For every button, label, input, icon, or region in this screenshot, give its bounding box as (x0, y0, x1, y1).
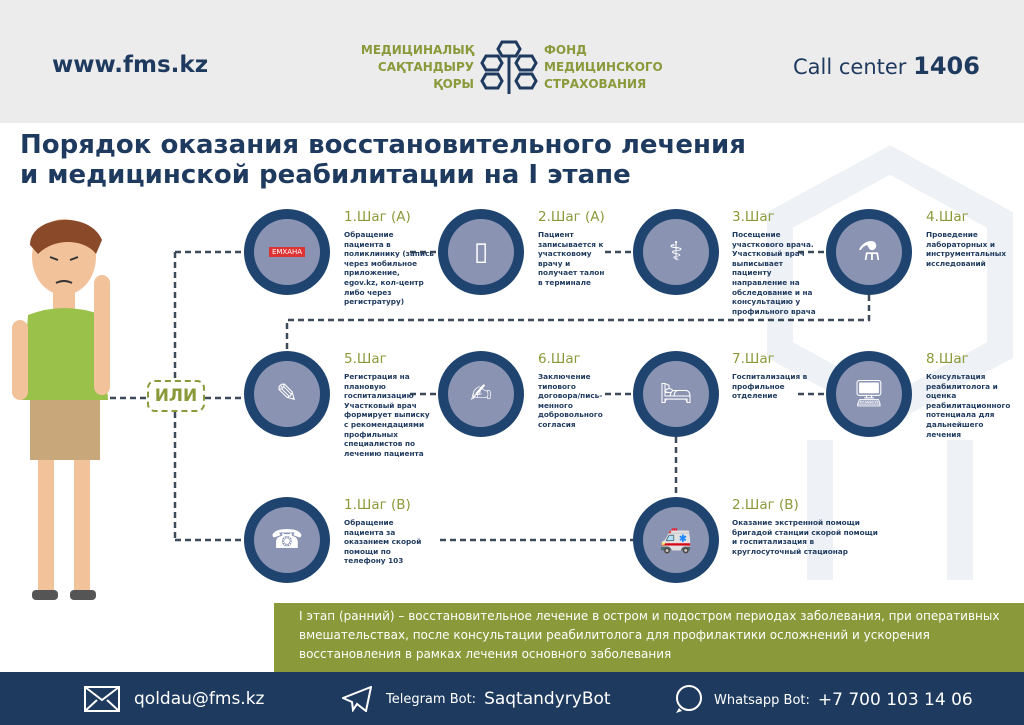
title-line: Порядок оказания восстановительного лече… (20, 130, 746, 160)
hospital-bed-icon: 🛏 (643, 361, 709, 427)
step-text: Регистрация на плановую госпитализацию У… (344, 372, 430, 458)
terminal-icon: ▯ (448, 219, 514, 285)
stage-description-banner: I этап (ранний) – восстановительное лече… (274, 603, 1024, 672)
telegram-label: Telegram Bot: (386, 691, 477, 707)
step-title: 1.Шаг (В) (344, 497, 411, 513)
logo-line: ҚОРЫ (433, 77, 474, 91)
step-text: Госпитализация в профильное отделение (732, 372, 808, 401)
step-8-circle: 🖥 (826, 351, 912, 437)
phone-call-icon: ☎ (254, 507, 320, 573)
header: www.fms.kz МЕДИЦИНАЛЫҚ САҚТАНДЫРУ ҚОРЫ Ф… (0, 0, 1024, 123)
logo-text-ru: ФОНД МЕДИЦИНСКОГО СТРАХОВАНИЯ (544, 42, 663, 93)
page-title: Порядок оказания восстановительного лече… (20, 130, 746, 190)
step-2a: 2.Шаг (А) Пациент записывается к участков… (538, 209, 608, 288)
patient-boy-illustration (12, 219, 110, 600)
logo-line: МЕДИЦИНАЛЫҚ (360, 43, 474, 57)
step-2b: 2.Шаг (В) Оказание экстренной помощи бриг… (732, 497, 882, 556)
step-title: 2.Шаг (В) (732, 497, 799, 513)
contract-icon: ✍ (448, 361, 514, 427)
clinic-sign: ЕМХАНА (268, 247, 306, 257)
telegram-icon (342, 686, 372, 712)
step-title: 6.Шаг (538, 351, 581, 367)
site-link[interactable]: www.fms.kz (52, 52, 209, 78)
or-label: ИЛИ (147, 380, 205, 412)
step-4-circle: ⚗ (826, 209, 912, 295)
call-center-label: Call center (793, 55, 907, 79)
fund-logo-icon (480, 40, 538, 94)
step-title: 7.Шаг (732, 351, 775, 367)
logo-line: СТРАХОВАНИЯ (544, 77, 647, 91)
email-link[interactable]: qoldau@fms.kz (134, 689, 265, 709)
step-1a: 1.Шаг (А) Обращение пациента в поликлиник… (344, 209, 434, 307)
step-text: Проведение лабораторных и инструментальн… (926, 230, 1007, 268)
step-1b-circle: ☎ (244, 497, 330, 583)
logo-line: САҚТАНДЫРУ (377, 60, 474, 74)
step-text: Оказание экстренной помощи бригадой стан… (732, 518, 878, 556)
step-title: 8.Шаг (926, 351, 969, 367)
envelope-icon (84, 686, 120, 712)
whatsapp-number[interactable]: +7 700 103 14 06 (817, 690, 973, 710)
logo-line: МЕДИЦИНСКОГО (544, 60, 663, 74)
step-5-circle: ✎ (244, 351, 330, 437)
step-title: 4.Шаг (926, 209, 969, 225)
telegram-contact[interactable]: Telegram Bot: SaqtandyryBot (342, 686, 611, 712)
email-contact[interactable]: qoldau@fms.kz (84, 686, 264, 712)
step-text: Консультация реабилитолога и оценка реаб… (926, 372, 1011, 439)
call-center: Call center 1406 (793, 52, 980, 80)
step-2a-circle: ▯ (438, 209, 524, 295)
title-line: и медицинской реабилитации на I этапе (20, 160, 631, 190)
laboratory-icon: ⚗ (836, 219, 902, 285)
step-title: 5.Шаг (344, 351, 387, 367)
step-7-circle: 🛏 (633, 351, 719, 437)
step-title: 2.Шаг (А) (538, 209, 605, 225)
step-6-circle: ✍ (438, 351, 524, 437)
step-title: 3.Шаг (732, 209, 775, 225)
step-1a-circle: ЕМХАНА (244, 209, 330, 295)
step-title: 1.Шаг (А) (344, 209, 411, 225)
whatsapp-icon (676, 685, 702, 713)
whatsapp-label: Whatsapp Bot: (714, 692, 810, 708)
whatsapp-contact[interactable]: Whatsapp Bot: +7 700 103 14 06 (674, 685, 973, 714)
consultation-icon: 🖥 (836, 361, 902, 427)
step-text: Посещение участкового врача. Участковый … (732, 230, 816, 316)
ambulance-icon: 🚑 (643, 507, 709, 573)
step-text: Заключение типового договора/пись-менног… (538, 372, 603, 429)
logo-line: ФОНД (544, 43, 587, 57)
step-1b: 1.Шаг (В) Обращение пациента за оказанием… (344, 497, 432, 566)
logo-text-kz: МЕДИЦИНАЛЫҚ САҚТАНДЫРУ ҚОРЫ (360, 42, 474, 93)
doctor-visit-icon: ⚕ (643, 219, 709, 285)
clinic-icon: ЕМХАНА (254, 219, 320, 285)
call-center-number[interactable]: 1406 (913, 52, 980, 80)
registration-icon: ✎ (254, 361, 320, 427)
step-text: Пациент записывается к участковому врачу… (538, 230, 605, 287)
footer: qoldau@fms.kz Telegram Bot: SaqtandyryBo… (0, 672, 1024, 725)
step-2b-circle: 🚑 (633, 497, 719, 583)
telegram-bot-link[interactable]: SaqtandyryBot (484, 689, 611, 709)
step-text: Обращение пациента за оказанием скорой п… (344, 518, 422, 566)
step-3-circle: ⚕ (633, 209, 719, 295)
step-text: Обращение пациента в поликлинику (запись… (344, 230, 434, 307)
